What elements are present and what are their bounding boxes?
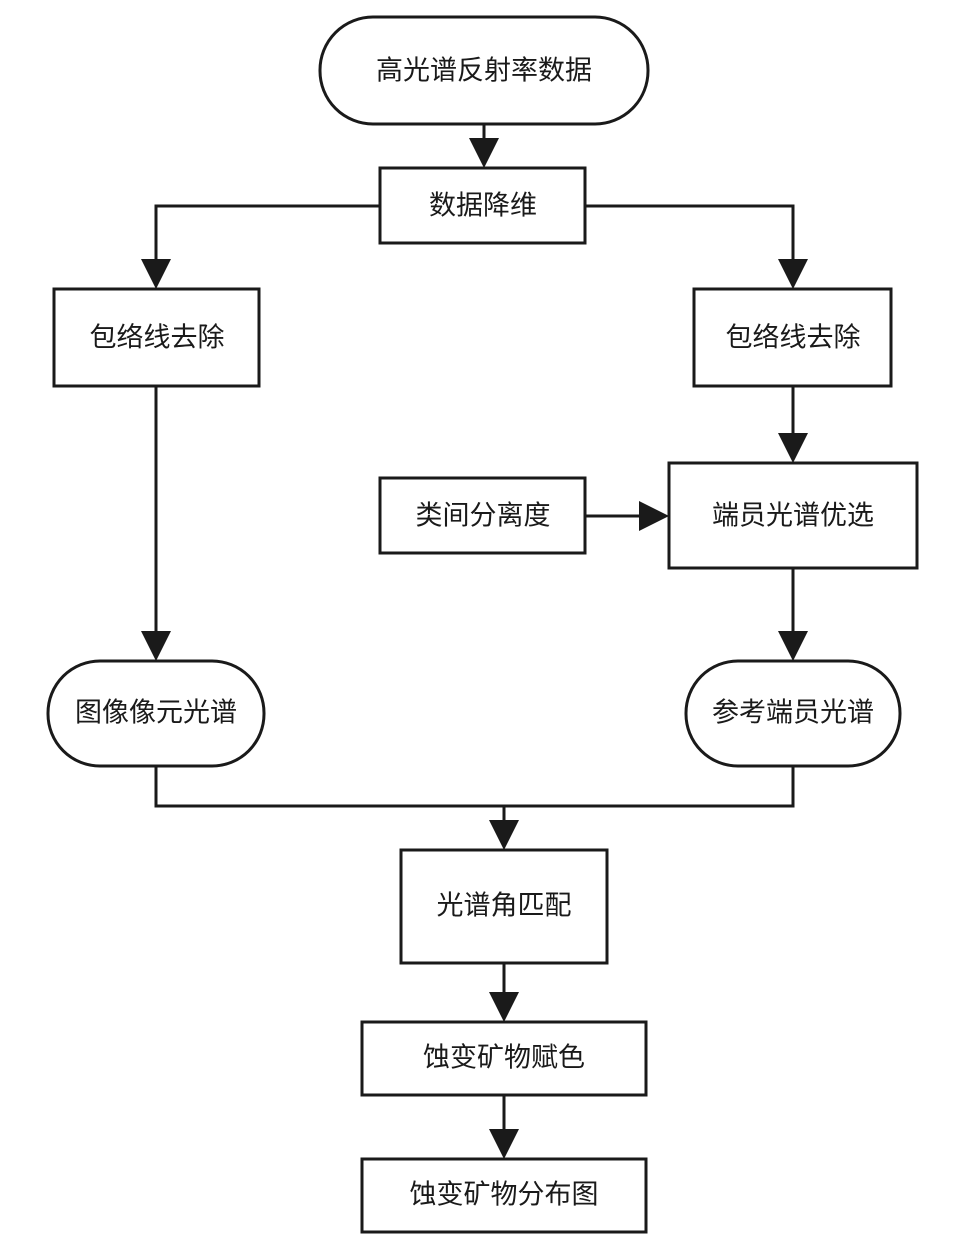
process-shape (360, 1157, 648, 1234)
node-class-separability: 类间分离度 (378, 476, 587, 555)
node-endmember-selection: 端员光谱优选 (667, 461, 919, 570)
node-label: 端员光谱优选 (712, 501, 874, 532)
connectors (141, 124, 808, 1159)
process-shape (399, 848, 609, 965)
edge-dim-reduction-to-left-continuum (141, 204, 380, 289)
node-label: 类间分离度 (416, 501, 551, 532)
node-label: 包络线去除 (90, 323, 225, 354)
node-label: 蚀变矿物分布图 (410, 1180, 599, 1211)
node-label: 图像像元光谱 (75, 698, 237, 729)
process-shape (378, 166, 587, 245)
node-label: 参考端员光谱 (712, 698, 874, 729)
process-shape (378, 476, 587, 555)
terminal-shape (318, 15, 650, 126)
node-image-pixel-spectra: 图像像元光谱 (46, 659, 266, 768)
node-input-data: 高光谱反射率数据 (318, 15, 650, 126)
node-reference-endmember-spectra: 参考端员光谱 (684, 659, 902, 768)
node-label: 高光谱反射率数据 (376, 56, 592, 87)
edge-dim-reduction-to-right-continuum (585, 204, 808, 289)
terminal-shape (684, 659, 902, 768)
process-shape (52, 287, 261, 388)
node-label: 包络线去除 (726, 323, 861, 354)
node-label: 数据降维 (429, 191, 537, 222)
node-dim-reduction: 数据降维 (378, 166, 587, 245)
node-continuum-removal-left: 包络线去除 (52, 287, 261, 388)
node-spectral-angle-matching: 光谱角匹配 (399, 848, 609, 965)
process-shape (667, 461, 919, 570)
node-label: 蚀变矿物赋色 (423, 1043, 585, 1074)
node-mineral-coloring: 蚀变矿物赋色 (360, 1020, 648, 1097)
terminal-shape (46, 659, 266, 768)
edge-reference-spectra-to-merge (504, 766, 795, 808)
node-label: 光谱角匹配 (437, 891, 572, 922)
process-shape (360, 1020, 648, 1097)
node-continuum-removal-right: 包络线去除 (692, 287, 893, 388)
edge-pixel-spectra-to-merge (154, 766, 504, 808)
node-mineral-distribution-map: 蚀变矿物分布图 (360, 1157, 648, 1234)
process-shape (692, 287, 893, 388)
